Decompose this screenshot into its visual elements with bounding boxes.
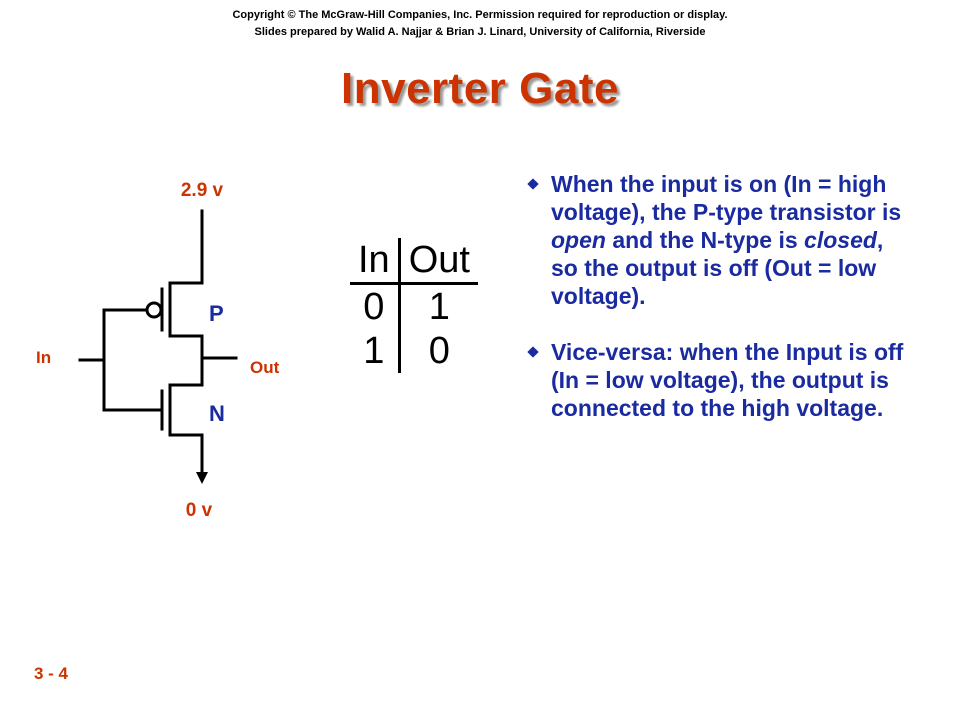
bullet-item-vice-versa: Vice-versa: when the Input is off (In = … bbox=[527, 338, 907, 422]
output-label: Out bbox=[250, 358, 280, 377]
truth-table-header-out: Out bbox=[399, 238, 478, 285]
n-transistor-label: N bbox=[209, 401, 225, 426]
bullet-text-part: When the input is on (In = high voltage)… bbox=[551, 171, 902, 225]
input-label: In bbox=[36, 348, 51, 367]
slide-title: Inverter Gate bbox=[341, 64, 619, 113]
copyright-line-2: Slides prepared by Walid A. Najjar & Bri… bbox=[254, 26, 706, 38]
diamond-bullet-icon bbox=[527, 346, 539, 358]
diamond-bullet-icon bbox=[527, 178, 539, 190]
copyright-notice: Copyright © The McGraw-Hill Companies, I… bbox=[0, 7, 960, 41]
ground-arrow bbox=[196, 472, 208, 484]
bullet-text: Vice-versa: when the Input is off (In = … bbox=[551, 339, 904, 421]
vdd-label: 2.9 v bbox=[181, 180, 224, 201]
truth-table-cell: 1 bbox=[350, 329, 401, 373]
slide-number: 3 - 4 bbox=[34, 664, 69, 683]
gnd-label: 0 v bbox=[186, 500, 213, 521]
bullet-emphasis-open: open bbox=[551, 227, 606, 253]
bullet-emphasis-closed: closed bbox=[804, 227, 877, 253]
truth-table: In Out 0 1 1 0 bbox=[350, 238, 478, 373]
bullet-text-part: and the N-type is bbox=[605, 227, 805, 253]
table-row: 0 1 bbox=[350, 283, 478, 329]
p-transistor-label: P bbox=[209, 301, 224, 326]
table-row: 1 0 bbox=[350, 329, 478, 373]
truth-table-cell: 0 bbox=[428, 330, 450, 372]
truth-table-cell: 0 bbox=[350, 283, 401, 329]
bullet-list: When the input is on (In = high voltage)… bbox=[527, 170, 907, 450]
bullet-text-part: , so the output is off (Out = low voltag… bbox=[551, 227, 884, 309]
p-gate-bubble bbox=[145, 301, 163, 319]
copyright-line-1: Copyright © The McGraw-Hill Companies, I… bbox=[232, 9, 728, 21]
truth-table-cell: 1 bbox=[428, 286, 450, 328]
bullet-item-input-on: When the input is on (In = high voltage)… bbox=[527, 170, 907, 310]
truth-table-header-row: In Out bbox=[350, 238, 478, 285]
truth-table-header-in: In bbox=[350, 238, 401, 285]
